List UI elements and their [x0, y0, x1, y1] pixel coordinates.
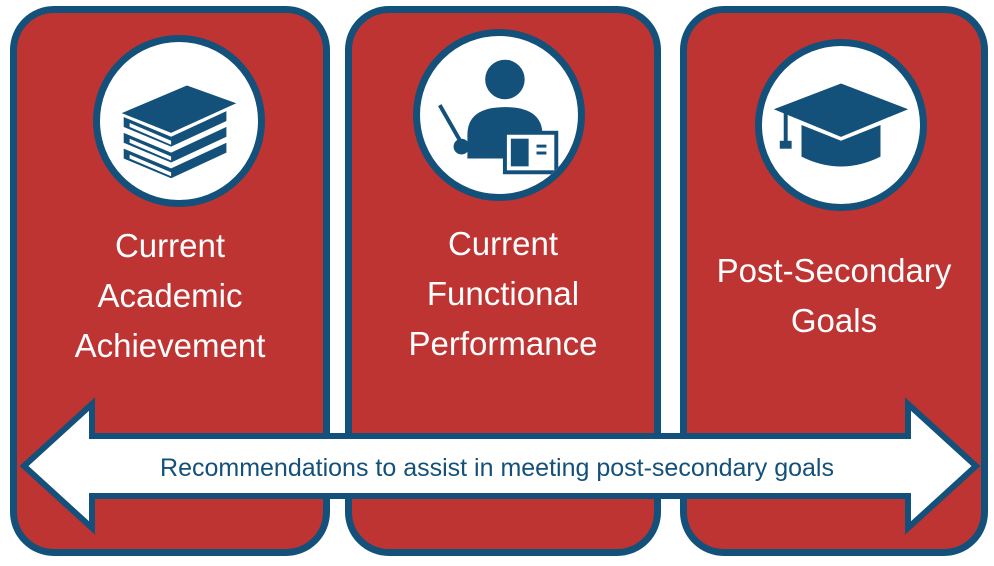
- teacher-icon: [413, 29, 585, 201]
- column-title: Post-Secondary Goals: [716, 252, 952, 339]
- column-title: Current Functional Performance: [408, 225, 598, 362]
- column-title: Current Academic Achievement: [74, 227, 266, 364]
- books-icon: [93, 35, 265, 207]
- graduation-cap-icon: [755, 39, 927, 211]
- arrow-label: Recommendations to assist in meeting pos…: [160, 454, 834, 482]
